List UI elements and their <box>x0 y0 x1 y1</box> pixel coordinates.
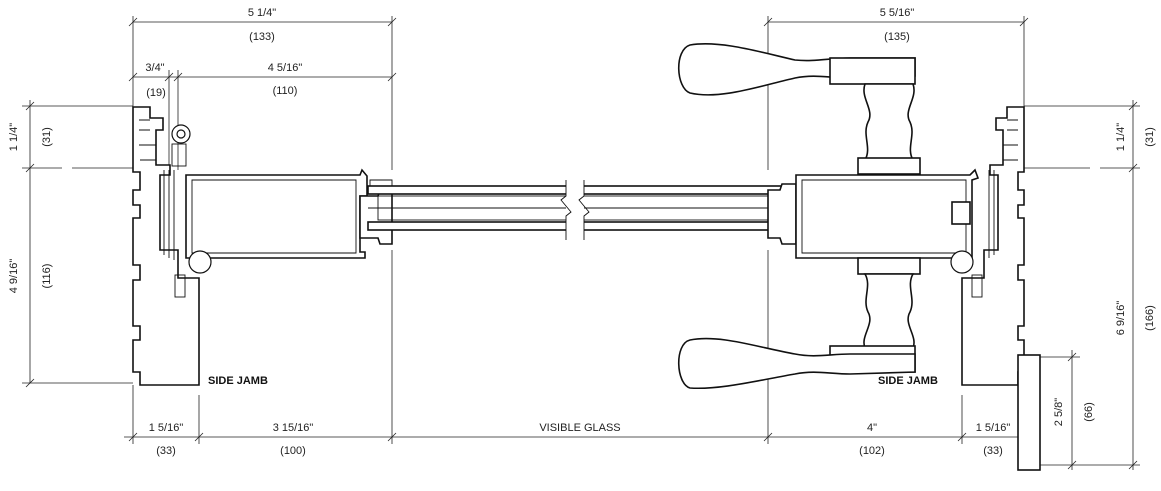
dim-top-left-b-metric: (110) <box>273 85 298 97</box>
dim-right-v-small-imperial: 2 5/8" <box>1053 398 1065 426</box>
right-door-stile <box>767 168 980 274</box>
visible-glass-label: VISIBLE GLASS <box>539 422 620 434</box>
lever-handle-bottom <box>678 257 921 390</box>
dim-left-v-top-metric: (31) <box>41 127 53 147</box>
glass-unit <box>367 180 789 240</box>
dim-bottom-right-b-imperial: 1 5/16" <box>976 422 1011 434</box>
left-side-jamb-label: SIDE JAMB <box>208 375 268 387</box>
dim-top-left-a-metric: (19) <box>146 87 166 99</box>
dim-top-left-b-imperial: 4 5/16" <box>268 62 303 74</box>
dim-bottom-left-b-imperial: 3 15/16" <box>273 422 314 434</box>
dimension-lines <box>22 16 1140 470</box>
dim-left-v-main-imperial: 4 9/16" <box>8 259 20 294</box>
dim-top-left-a-imperial: 3/4" <box>145 62 164 74</box>
dim-left-v-top-imperial: 1 1/4" <box>8 123 20 151</box>
dim-bottom-left-a-metric: (33) <box>156 445 176 457</box>
dim-top-left-overall-imperial: 5 1/4" <box>248 7 276 19</box>
dim-top-right-overall-imperial: 5 5/16" <box>880 7 915 19</box>
dim-bottom-right-a-imperial: 4" <box>867 422 877 434</box>
dim-bottom-left-a-imperial: 1 5/16" <box>149 422 184 434</box>
dim-right-v-top-metric: (31) <box>1144 127 1156 147</box>
left-side-jamb-profile <box>132 106 200 386</box>
right-side-jamb-label: SIDE JAMB <box>878 375 938 387</box>
dim-bottom-right-a-metric: (102) <box>859 445 885 457</box>
dim-left-v-main-metric: (116) <box>41 264 53 289</box>
dimension-text: 5 1/4" (133) 3/4" (19) 4 5/16" (110) 5 5… <box>8 7 1156 457</box>
right-side-jamb-profile <box>961 106 1041 471</box>
lever-handle-top <box>678 43 921 175</box>
dim-right-v-small-metric: (66) <box>1083 402 1095 422</box>
dim-bottom-right-b-metric: (33) <box>983 445 1003 457</box>
dim-bottom-left-b-metric: (100) <box>280 445 306 457</box>
dim-right-v-top-imperial: 1 1/4" <box>1115 123 1127 151</box>
dim-top-left-overall-metric: (133) <box>249 31 275 43</box>
dim-top-right-overall-metric: (135) <box>884 31 910 43</box>
dim-right-v-main-metric: (166) <box>1144 305 1156 331</box>
left-door-stile <box>185 168 393 274</box>
dim-right-v-main-imperial: 6 9/16" <box>1115 301 1127 336</box>
